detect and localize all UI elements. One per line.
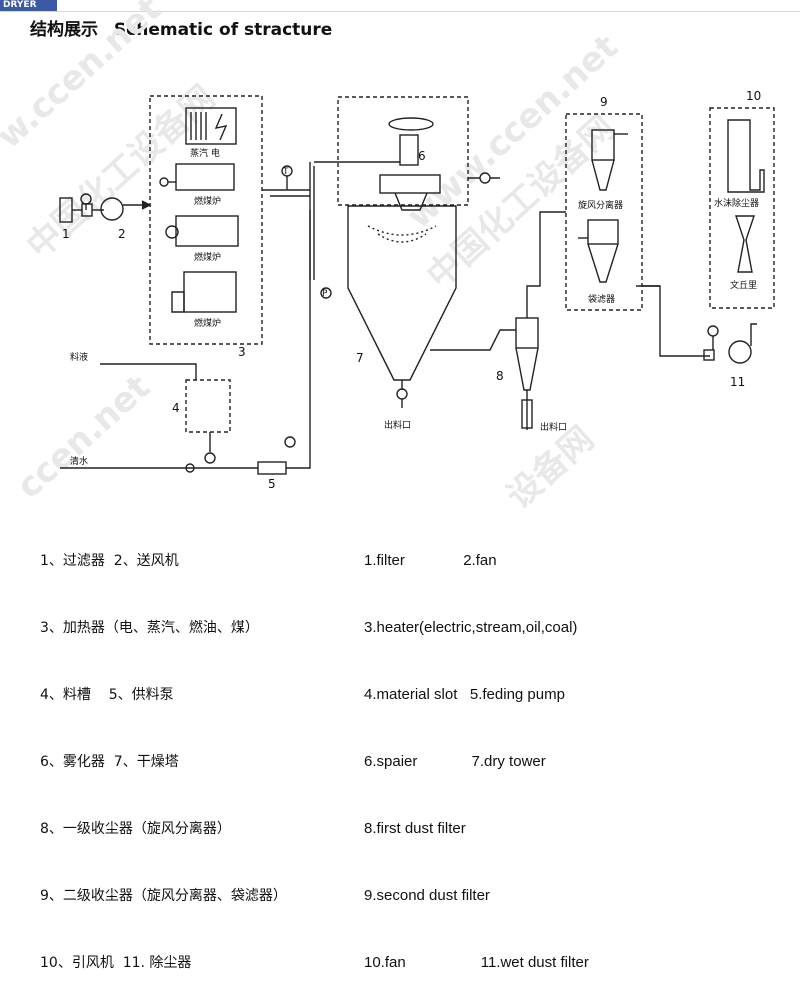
atomizer-box [337, 96, 469, 206]
secondary-collector-box [565, 113, 643, 311]
legend-line: 3.heater(electric,stream,oil,coal) [364, 619, 578, 636]
drying-tower [320, 205, 457, 408]
legend-english: 1.filter 2.fan 3.heater(electric,stream,… [364, 506, 589, 997]
diagram-labels: 蒸汽 电 燃煤炉 燃煤炉 燃煤炉 料液 清水 出料口 出料口 旋风分离器 袋滤器… [70, 147, 759, 467]
item-number: 3 [238, 345, 246, 359]
legend-line: 1、过滤器 2、送风机 [40, 553, 179, 569]
item-number: 7 [356, 351, 364, 365]
secondary-cyclone [591, 129, 628, 191]
heater-label: 燃煤炉 [194, 317, 221, 329]
item-numbers: 1 2 3 4 5 6 7 8 9 10 11 [62, 89, 761, 491]
duct-to-cyclone [430, 329, 516, 351]
water-valve [185, 463, 195, 473]
cyclone-label: 旋风分离器 [578, 199, 623, 211]
feed-pump [204, 210, 311, 475]
wet-dust-box [709, 107, 775, 309]
bag-filter [578, 219, 619, 283]
legend-line: 4、料槽 5、供料泵 [40, 687, 174, 703]
title-english: Schematic of stracture [113, 20, 333, 40]
duct-to-fan [642, 285, 710, 357]
water-label: 清水 [70, 455, 88, 467]
title-chinese: 结构展示 [30, 20, 98, 40]
feed-line [100, 363, 197, 380]
watermark: 设备网 [499, 419, 602, 517]
material-slot [185, 379, 231, 433]
item-number: 9 [600, 95, 608, 109]
legend-chinese: 1、过滤器 2、送风机 3、加热器（电、蒸汽、燃油、煤） 4、料槽 5、供料泵 … [40, 506, 287, 997]
item-number: 5 [268, 477, 276, 491]
scrubber-label: 水沫除尘器 [714, 197, 759, 209]
legend-line: 6、雾化器 7、干燥塔 [40, 754, 179, 770]
bagfilter-label: 袋滤器 [588, 293, 615, 305]
item-number: 8 [496, 369, 504, 383]
item-number: 2 [118, 227, 126, 241]
item-number: 6 [418, 149, 426, 163]
induced-fan [703, 323, 757, 364]
primary-cyclone [515, 211, 566, 430]
legend-line: 4.material slot 5.feding pump [364, 686, 565, 703]
legend-line: 10、引风机 11. 除尘器 [40, 955, 192, 971]
venturi [735, 215, 755, 273]
heater-units [159, 107, 310, 313]
thermometer [281, 165, 293, 190]
page-title: 结构展示 Schematic of stracture [30, 18, 332, 42]
legend-line: 3、加热器（电、蒸汽、燃油、煤） [40, 620, 259, 636]
scrubber [727, 119, 765, 193]
legend-line: 8.first dust filter [364, 820, 466, 837]
legend-line: 9.second dust filter [364, 887, 490, 904]
legend-line: 9、二级收尘器（旋风分离器、袋滤器） [40, 888, 287, 904]
watermarks: w.ccen.net 中国化工设备网 www.ccen.net 中国化工设备网 … [0, 0, 626, 517]
heater-label: 燃煤炉 [194, 251, 221, 263]
item-number: 10 [746, 89, 761, 103]
watermark: ccen.net [9, 367, 158, 506]
gauge-symbol: P [322, 289, 328, 299]
dryer-tag: DRYER [0, 0, 57, 11]
filter-and-fan [59, 193, 152, 223]
thermo-symbol: T [282, 167, 289, 177]
process-schematic: w.ccen.net 中国化工设备网 www.ccen.net 中国化工设备网 … [0, 0, 775, 517]
item-number: 11 [730, 375, 745, 389]
venturi-label: 文丘里 [730, 279, 757, 291]
cyclone-outlet-label: 出料口 [540, 421, 567, 433]
legend-line: 8、一级收尘器（旋风分离器） [40, 821, 231, 837]
tower-outlet-label: 出料口 [384, 419, 411, 431]
header-divider [0, 11, 800, 12]
heater-box [149, 95, 263, 345]
item-number: 1 [62, 227, 70, 241]
legend-line: 1.filter 2.fan [364, 552, 497, 569]
heater-label: 蒸汽 电 [190, 147, 220, 159]
heater-label: 燃煤炉 [194, 195, 221, 207]
item-number: 4 [172, 401, 180, 415]
feed-label: 料液 [70, 351, 88, 363]
legend-line: 10.fan 11.wet dust filter [364, 954, 589, 971]
legend-line: 6.spaier 7.dry tower [364, 753, 546, 770]
